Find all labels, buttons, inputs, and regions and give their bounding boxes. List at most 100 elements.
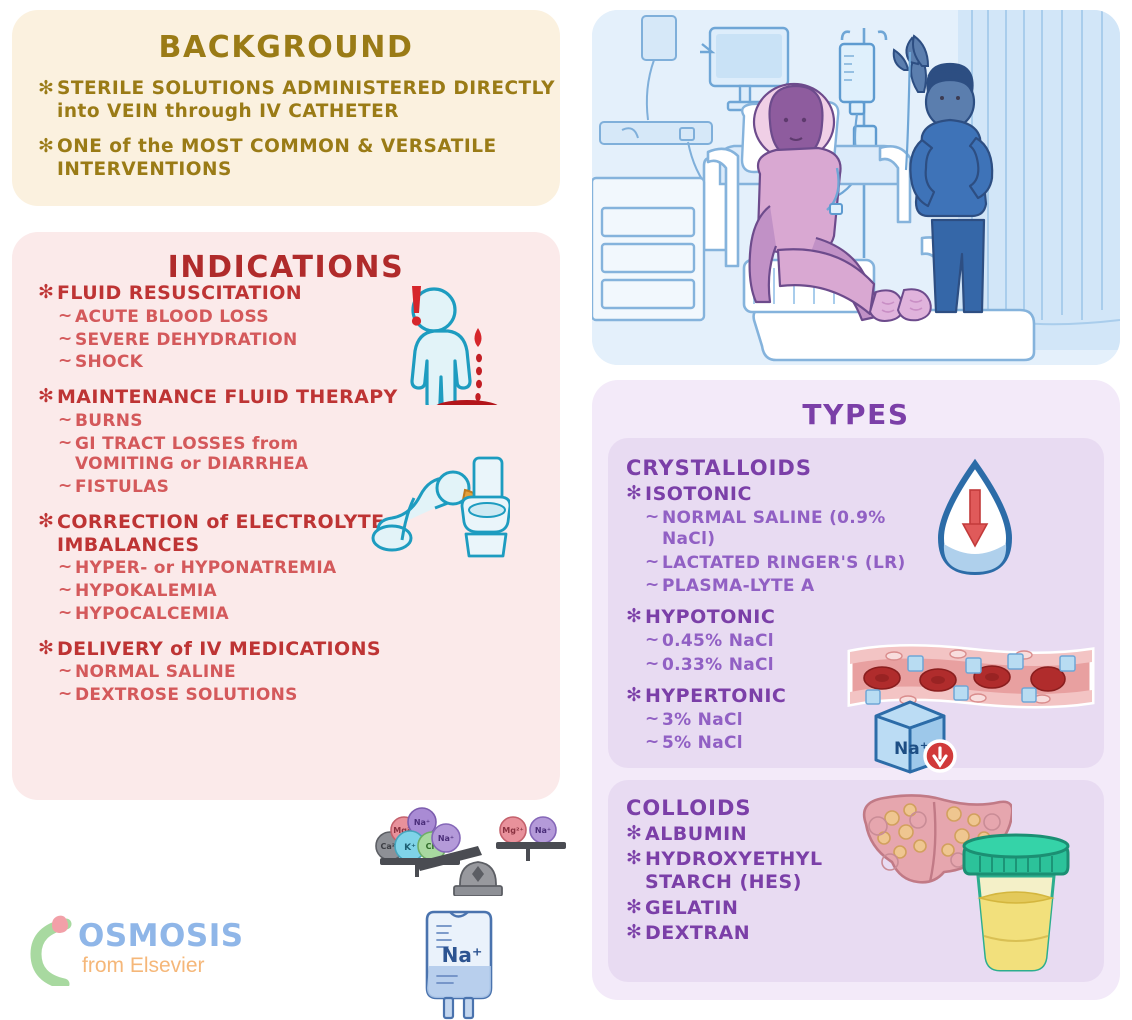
types-subitem: PLASMA-LYTE A	[662, 575, 815, 596]
osmosis-logo: OSMOSIS from Elsevier	[22, 912, 262, 998]
list-item: ~ LACTATED RINGER'S (LR)	[645, 551, 916, 574]
types-group: ✻ ALBUMIN	[626, 822, 876, 846]
types-subitem: 0.45% NaCl	[662, 631, 774, 652]
types-subitem: 0.33% NaCl	[662, 654, 774, 675]
osmosis-tagline: from Elsevier	[82, 954, 205, 977]
list-item: ~ HYPOKALEMIA	[58, 580, 418, 602]
indication-heading-1: MAINTENANCE FLUID THERAPY	[57, 386, 398, 408]
list-item: ~ SEVERE DEHYDRATION	[58, 328, 418, 351]
hospital-scene-panel	[592, 10, 1120, 365]
svg-text:Ca²⁺: Ca²⁺	[381, 842, 400, 851]
tilde-icon: ~	[58, 409, 73, 430]
asterisk-icon: ✻	[38, 636, 54, 659]
indication-subitem: BURNS	[75, 410, 143, 431]
tilde-icon: ~	[645, 507, 660, 528]
tilde-icon: ~	[58, 661, 73, 682]
tilde-icon: ~	[645, 709, 660, 730]
list-item: ~ GI TRACT LOSSES from VOMITING or DIARR…	[58, 433, 418, 475]
list-item: ~ SHOCK	[58, 352, 418, 373]
indication-group: ✻ MAINTENANCE FLUID THERAPY ~ BURNS ~ GI…	[38, 385, 418, 498]
indication-subitem: HYPOCALCEMIA	[75, 603, 230, 624]
types-group: ✻ ISOTONIC ~ NORMAL SALINE (0.9% NaCl) ~…	[626, 482, 916, 597]
list-item: ~ 3% NaCl	[645, 709, 916, 731]
iv-bag-icon: Na⁺	[425, 910, 493, 1020]
list-item: ~ DEXTROSE SOLUTIONS	[58, 684, 418, 706]
types-group: ✻ GELATIN	[626, 895, 876, 920]
list-item: ~ HYPOCALCEMIA	[58, 602, 418, 625]
types-sublist: ~ 0.45% NaCl ~ 0.33% NaCl	[645, 631, 916, 676]
list-item: ~ NORMAL SALINE (0.9% NaCl)	[645, 507, 916, 551]
svg-text:Mg²⁺: Mg²⁺	[393, 826, 414, 835]
tilde-icon: ~	[58, 305, 73, 326]
svg-text:Mg²⁺: Mg²⁺	[502, 826, 523, 835]
fluid-droplet-down-arrow-icon	[937, 458, 1013, 576]
list-item: ✻ ONE of the MOST COMMON & VERSATILE INT…	[38, 135, 558, 182]
indications-list: ✻ FLUID RESUSCITATION ~ ACUTE BLOOD LOSS…	[38, 281, 418, 719]
liver-icon	[862, 794, 1012, 884]
indications-panel: INDICATIONS ✻ FLUID RESUSCITATION ~ ACUT…	[12, 232, 566, 1020]
indication-subitem: HYPOKALEMIA	[75, 581, 217, 602]
indication-subitem: SHOCK	[75, 352, 144, 373]
types-sublist: ~ 3% NaCl ~ 5% NaCl	[645, 709, 916, 755]
urine-sample-cup-icon	[962, 833, 1070, 972]
list-item: ~ PLASMA-LYTE A	[645, 575, 916, 597]
list-item: ~ FISTULAS	[58, 476, 418, 498]
asterisk-icon: ✻	[626, 895, 642, 918]
hes-heading: HYDROXYETHYL STARCH (HES)	[645, 848, 823, 894]
tilde-icon: ~	[645, 732, 660, 753]
list-item: ~ ACUTE BLOOD LOSS	[58, 305, 418, 328]
types-heading-row: ✻ HYPOTONIC	[626, 605, 916, 629]
indication-heading-2: CORRECTION of ELECTROLYTE IMBALANCES	[57, 510, 385, 556]
types-subitem: 3% NaCl	[662, 710, 743, 731]
indication-heading-3: DELIVERY of IV MEDICATIONS	[57, 637, 381, 660]
tilde-icon: ~	[58, 684, 73, 705]
crystalloids-title: CRYSTALLOIDS	[626, 456, 812, 480]
asterisk-icon: ✻	[38, 77, 54, 99]
asterisk-icon: ✻	[38, 509, 54, 532]
gelatin-heading: GELATIN	[645, 896, 739, 919]
indication-heading-row: ✻ MAINTENANCE FLUID THERAPY	[38, 385, 418, 409]
tilde-icon: ~	[58, 557, 73, 578]
indication-heading-row: ✻ CORRECTION of ELECTROLYTE IMBALANCES	[38, 509, 418, 557]
crystalloids-card: CRYSTALLOIDS ✻ ISOTONIC ~ NORMAL SALINE …	[608, 438, 1104, 774]
background-item-1: ONE of the MOST COMMON & VERSATILE INTER…	[57, 135, 497, 180]
list-item: ~ BURNS	[58, 409, 418, 432]
types-heading-row: ✻ DEXTRAN	[626, 920, 876, 945]
asterisk-icon: ✻	[626, 683, 642, 706]
types-subitem: LACTATED RINGER'S (LR)	[662, 552, 906, 573]
svg-text:Na⁺: Na⁺	[414, 818, 430, 827]
background-list: ✻ STERILE SOLUTIONS ADMINISTERED DIRECTL…	[38, 77, 558, 194]
tilde-icon: ~	[58, 476, 73, 496]
svg-text:Cl⁻: Cl⁻	[426, 842, 439, 851]
types-group: ✻ HYPOTONIC ~ 0.45% NaCl ~ 0.33% NaCl	[626, 605, 916, 676]
list-item: ~ 0.33% NaCl	[645, 653, 916, 676]
tilde-icon: ~	[645, 551, 660, 572]
indications-title: INDICATIONS	[167, 250, 405, 285]
asterisk-icon: ✻	[626, 920, 642, 943]
dextran-heading: DEXTRAN	[645, 921, 751, 944]
svg-text:K⁺: K⁺	[404, 843, 416, 853]
asterisk-icon: ✻	[38, 385, 54, 407]
colloids-title: COLLOIDS	[626, 796, 752, 820]
tilde-icon: ~	[58, 328, 73, 349]
osmosis-arc-icon	[30, 915, 72, 986]
svg-text:Na⁺: Na⁺	[438, 834, 454, 843]
indication-subitem: ACUTE BLOOD LOSS	[75, 306, 269, 327]
colloids-list: COLLOIDS ✻ ALBUMIN ✻ HYDROXYETHYL STARCH…	[626, 796, 876, 947]
types-heading-row: ✻ GELATIN	[626, 895, 876, 920]
indication-sublist: ~ NORMAL SALINE ~ DEXTROSE SOLUTIONS	[58, 662, 418, 705]
indication-heading-row: ✻ FLUID RESUSCITATION	[38, 281, 418, 305]
colloids-card: COLLOIDS ✻ ALBUMIN ✻ HYDROXYETHYL STARCH…	[608, 780, 1104, 982]
tilde-icon: ~	[645, 653, 660, 674]
background-item-0: STERILE SOLUTIONS ADMINISTERED DIRECTLY …	[57, 78, 555, 122]
types-heading-row: ✻ ISOTONIC	[626, 482, 916, 506]
svg-text:Na⁺: Na⁺	[535, 826, 551, 835]
asterisk-icon: ✻	[626, 605, 642, 628]
indication-subitem: FISTULAS	[75, 477, 170, 497]
indication-sublist: ~ BURNS ~ GI TRACT LOSSES from VOMITING …	[58, 409, 418, 498]
indication-subitem: SEVERE DEHYDRATION	[75, 329, 298, 350]
indication-subitem: HYPER- or HYPONATREMIA	[75, 558, 337, 579]
types-group: ✻ DEXTRAN	[626, 920, 876, 945]
tilde-icon: ~	[58, 602, 73, 623]
